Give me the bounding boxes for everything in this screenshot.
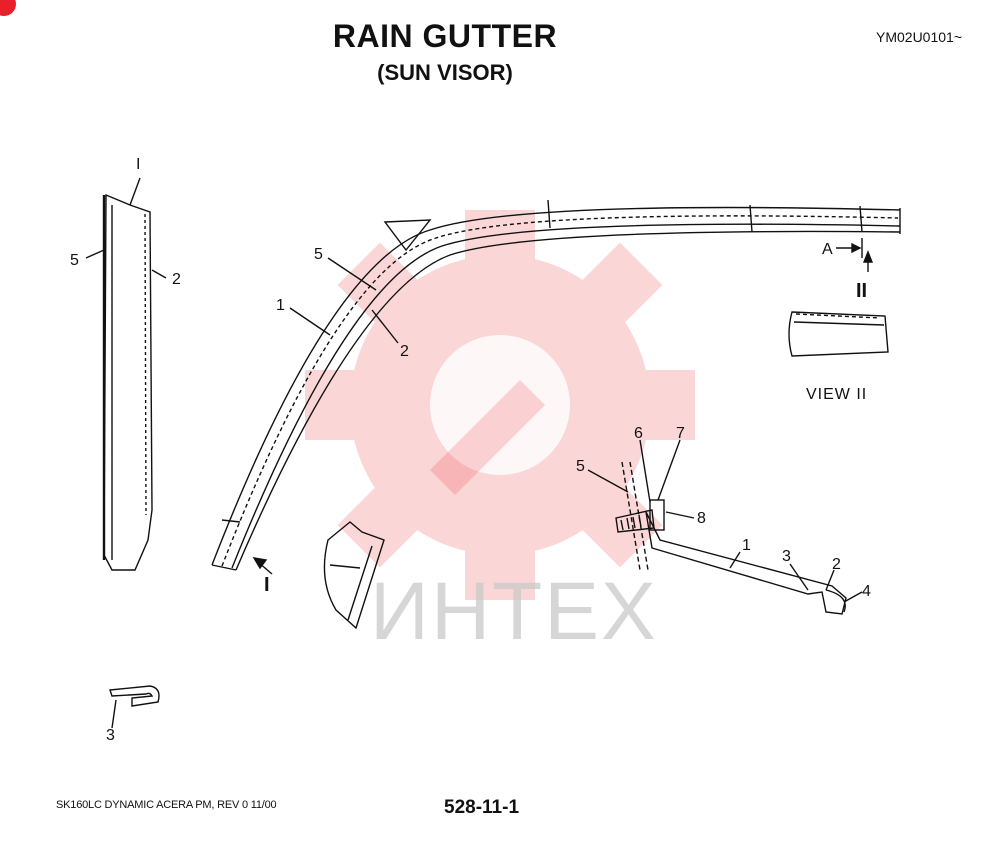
visor-fragment — [323, 521, 385, 630]
callout-detail-7: 7 — [676, 425, 685, 442]
callout-left-top: I — [136, 156, 141, 173]
callout-main-1: 1 — [276, 297, 285, 314]
left-side-view — [85, 177, 167, 571]
main-gutter — [211, 199, 901, 575]
callout-detail-1: 1 — [742, 537, 751, 554]
detail-view — [587, 439, 863, 615]
document-id: YM02U0101~ — [876, 29, 963, 45]
callout-detail-8: 8 — [697, 510, 706, 527]
callout-main-I: I — [264, 574, 270, 596]
callout-detail-5: 5 — [576, 458, 585, 475]
page-subtitle: (SUN VISOR) — [377, 60, 513, 85]
view-ii-section — [788, 311, 889, 357]
footer-page-number: 528-11-1 — [444, 797, 520, 818]
callout-main-5: 5 — [314, 246, 323, 263]
callout-detail-2: 2 — [832, 556, 841, 573]
watermark-text: ИНТЕХ — [370, 566, 658, 657]
page-title: RAIN GUTTER — [332, 18, 558, 54]
clip-part — [109, 685, 160, 729]
callout-clip-3: 3 — [106, 727, 115, 744]
callout-main-2: 2 — [400, 343, 409, 360]
callout-detail-3: 3 — [782, 548, 791, 565]
callout-detail-4: 4 — [862, 583, 871, 600]
callout-left-5: 5 — [70, 252, 79, 269]
callout-detail-6: 6 — [634, 425, 643, 442]
footer-model-revision: SK160LC DYNAMIC ACERA PM, REV 0 11/00 — [56, 799, 277, 811]
view-ii-caption: VIEW II — [806, 386, 868, 403]
callout-main-A: A — [822, 241, 833, 258]
callout-main-II: II — [856, 280, 868, 302]
callout-left-2: 2 — [172, 271, 181, 288]
corner-badge — [0, 0, 16, 16]
